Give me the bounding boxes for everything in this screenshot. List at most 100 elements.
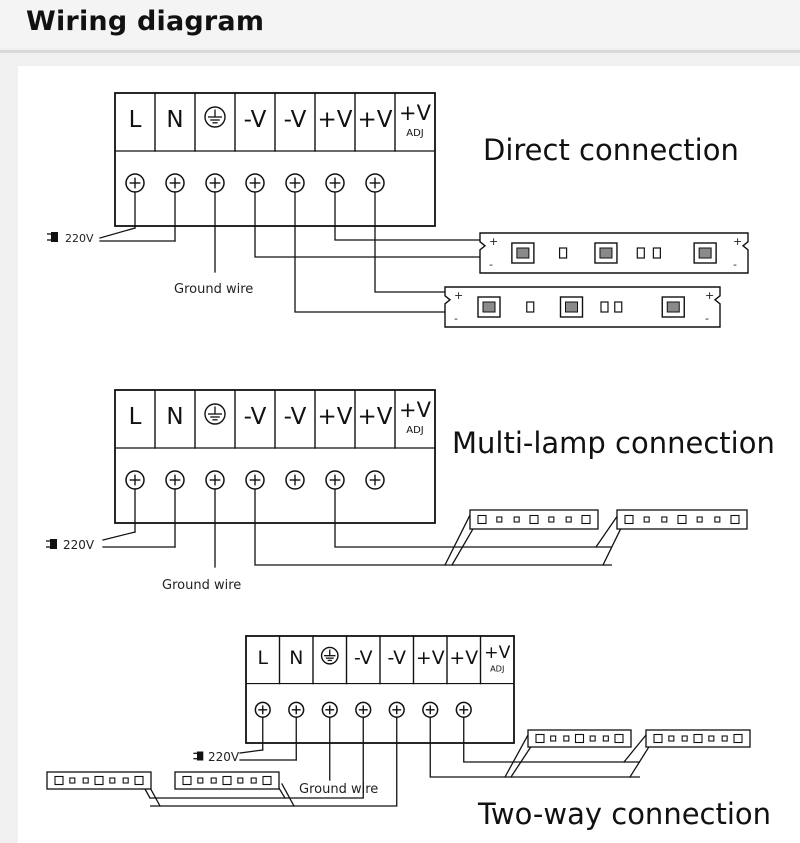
resistor	[563, 735, 570, 742]
led-chip	[529, 514, 539, 525]
led-chip	[730, 514, 740, 525]
terminal-label: +V	[317, 107, 352, 133]
plug-body	[197, 751, 204, 761]
resistor	[696, 516, 703, 523]
resistor	[708, 735, 715, 742]
wire	[374, 192, 452, 293]
wire	[429, 717, 640, 778]
screw-terminal-icon	[285, 470, 305, 490]
mains-plug-icon	[193, 751, 204, 761]
strip-minus-label: -	[489, 258, 493, 271]
resistor	[714, 516, 721, 523]
led-chip-core	[482, 301, 496, 313]
terminal-label: -V	[244, 404, 267, 430]
led-chip-core	[599, 247, 613, 259]
screw-terminal-icon	[365, 470, 385, 490]
terminal-label: +V	[357, 107, 392, 133]
screw-terminal-icon	[245, 173, 265, 193]
strip-minus-label: -	[705, 312, 709, 325]
terminal-label: L	[257, 647, 268, 669]
terminal-label: +V	[484, 643, 510, 663]
screw-terminal-icon	[325, 470, 345, 490]
screw-terminal-icon	[125, 173, 145, 193]
led-chip	[581, 514, 591, 525]
resistor	[602, 735, 609, 742]
strip-plus-label: +	[489, 235, 498, 248]
strip-lead	[281, 783, 295, 807]
resistor	[197, 777, 204, 784]
wire	[99, 227, 136, 239]
wire	[150, 717, 398, 807]
led-strip	[527, 729, 632, 748]
strip-plus-label: +	[705, 289, 714, 302]
terminal-label: -V	[354, 647, 373, 669]
resistor	[513, 516, 520, 523]
terminal-label: -V	[244, 107, 267, 133]
wire	[239, 749, 264, 754]
led-chip-core	[698, 247, 712, 259]
input-voltage-label: 220V	[63, 538, 95, 552]
led-chip	[693, 733, 703, 744]
led-strip	[46, 771, 152, 790]
ground-wire-label: Ground wire	[162, 578, 241, 593]
strip-lead	[623, 734, 647, 763]
led-chip	[733, 733, 743, 744]
resistor	[565, 516, 572, 523]
wire	[334, 489, 612, 548]
screw-terminal-icon	[245, 470, 265, 490]
wire	[254, 489, 612, 566]
terminal-label: -V	[284, 404, 307, 430]
resistor	[558, 247, 568, 259]
screw-terminal-icon	[455, 701, 472, 718]
screw-terminal-icon	[165, 173, 185, 193]
strip-minus-label: -	[733, 258, 737, 271]
resistor	[250, 777, 257, 784]
resistor	[122, 777, 129, 784]
led-strip	[616, 509, 748, 530]
resistor	[600, 301, 609, 313]
screw-terminal-icon	[285, 173, 305, 193]
led-chip	[614, 733, 624, 744]
led-strip	[174, 771, 280, 790]
terminal-label: L	[129, 404, 142, 430]
wire	[334, 192, 488, 241]
terminal-label: +V	[449, 647, 478, 669]
resistor	[636, 247, 645, 259]
earth-ground-icon	[204, 106, 226, 128]
led-chip	[535, 733, 545, 744]
two-way-connection-caption: Two-way connection	[477, 797, 771, 831]
led-strip	[645, 729, 751, 748]
resistor	[661, 516, 668, 523]
resistor	[526, 301, 535, 313]
wire	[254, 192, 488, 258]
earth-ground-icon	[204, 403, 226, 425]
screw-terminal-icon	[388, 701, 405, 718]
led-strip: +-+-	[444, 286, 721, 328]
strip-lead	[595, 514, 619, 548]
multi-lamp-connection-caption: Multi-lamp connection	[452, 426, 775, 460]
input-voltage-label: 220V	[208, 750, 240, 764]
led-chip	[222, 775, 232, 786]
strip-plus-label: +	[454, 289, 463, 302]
terminal-label: -V	[284, 107, 307, 133]
resistor	[668, 735, 675, 742]
plug-body	[50, 539, 57, 549]
wire	[150, 717, 364, 799]
adj-label: ADJ	[406, 425, 424, 436]
strip-lead	[504, 734, 529, 778]
resistor	[496, 516, 503, 523]
terminal-label: L	[129, 107, 142, 133]
terminal-label: +V	[399, 101, 432, 125]
screw-terminal-icon	[205, 173, 225, 193]
ground-wire-label: Ground wire	[299, 782, 378, 797]
resistor	[548, 516, 555, 523]
resistor	[550, 735, 557, 742]
earth-ground-icon	[320, 646, 339, 665]
resistor	[109, 777, 116, 784]
resistor	[614, 301, 623, 313]
resistor	[69, 777, 76, 784]
resistor	[643, 516, 650, 523]
